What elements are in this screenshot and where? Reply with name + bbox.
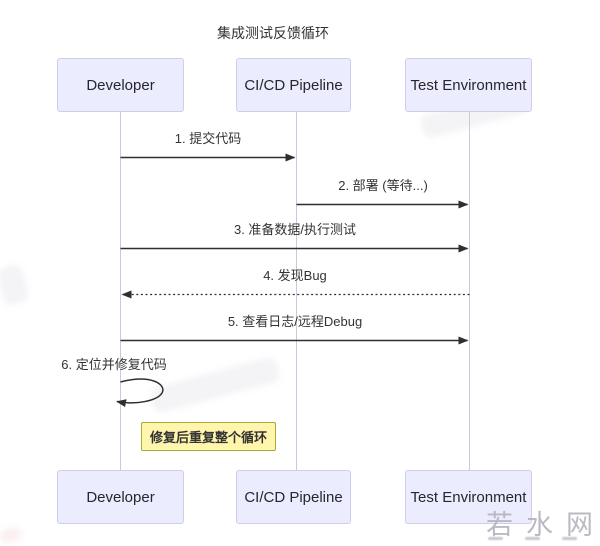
actor-label: Test Environment (410, 488, 527, 506)
actor-label: Developer (86, 76, 155, 94)
faint-watermark (148, 355, 282, 415)
faint-watermark (0, 525, 24, 545)
message-label-5: 5. 查看日志/远程Debug (227, 314, 363, 329)
actor-label: CI/CD Pipeline (244, 76, 343, 94)
actor-test-environment-bottom: Test Environment (405, 470, 532, 524)
message-label-4: 4. 发现Bug (263, 268, 327, 283)
actor-label: CI/CD Pipeline (244, 488, 343, 506)
actor-developer-bottom: Developer (57, 470, 184, 524)
actor-label: Developer (86, 488, 155, 506)
faint-watermark (0, 263, 31, 307)
note-repeat-loop: 修复后重复整个循环 (141, 422, 276, 451)
actor-cicd-pipeline-top: CI/CD Pipeline (236, 58, 351, 112)
site-watermark: 若水网 (486, 510, 600, 540)
actor-developer-top: Developer (57, 58, 184, 112)
note-label: 修复后重复整个循环 (149, 430, 267, 445)
message-label-3: 3. 准备数据/执行测试 (233, 222, 357, 237)
diagram-title: 集成测试反馈循环 (217, 25, 329, 41)
message-label-6: 6. 定位并修复代码 (61, 357, 167, 372)
message-label-1: 1. 提交代码 (174, 131, 242, 146)
site-watermark-subtext (488, 537, 592, 540)
actor-test-environment-top: Test Environment (405, 58, 532, 112)
message-label-2: 2. 部署 (等待...) (338, 178, 428, 193)
actor-cicd-pipeline-bottom: CI/CD Pipeline (236, 470, 351, 524)
actor-label: Test Environment (410, 76, 527, 94)
